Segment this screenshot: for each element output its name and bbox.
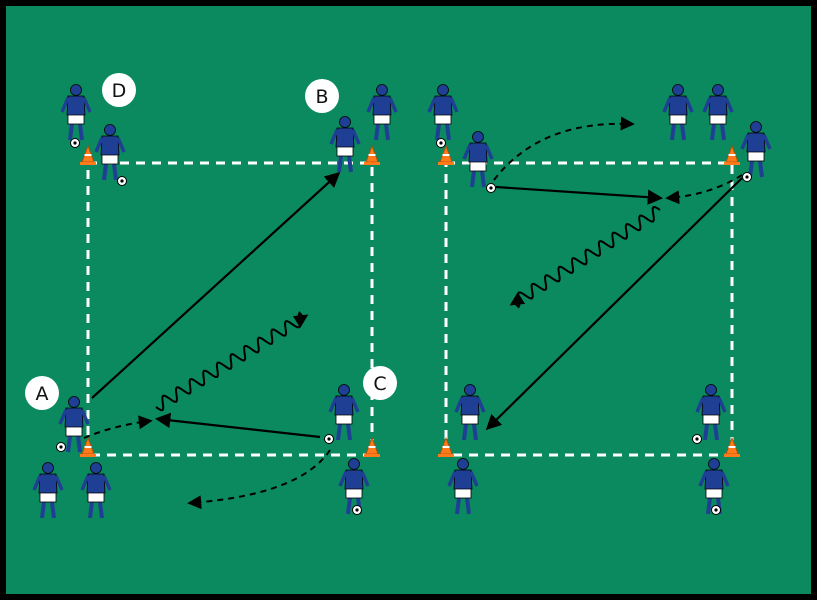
pass-arrow-right-top: [495, 185, 664, 205]
label-d-badge: D: [102, 73, 136, 107]
label-a-badge: A: [25, 376, 59, 410]
ball: [70, 138, 80, 148]
label-c: C: [373, 373, 386, 395]
ball: [56, 442, 66, 452]
right-grid-square: [444, 161, 734, 457]
label-b: B: [315, 86, 328, 108]
run-arrow-a: [83, 415, 153, 439]
label-b-badge: B: [305, 79, 339, 113]
pass-arrow-c-to-center: [154, 412, 321, 439]
ball: [711, 505, 721, 515]
ball: [352, 505, 362, 515]
ball: [692, 434, 702, 444]
label-d: D: [112, 80, 127, 102]
pass-arrow-right-diagonal: [485, 177, 743, 431]
ball: [117, 176, 127, 186]
dribble-arrow-left: [155, 311, 309, 412]
label-a: A: [36, 383, 49, 405]
ball: [436, 138, 446, 148]
ball: [486, 183, 496, 193]
ball: [324, 434, 334, 444]
pass-arrow-a-to-b: [91, 171, 341, 399]
ball: [742, 172, 752, 182]
dribble-arrow-right: [509, 205, 661, 309]
run-arrow-right-curve: [493, 116, 635, 181]
label-c-badge: C: [363, 366, 397, 400]
run-arrow-right-short: [665, 174, 743, 205]
run-arrow-c: [187, 449, 331, 510]
